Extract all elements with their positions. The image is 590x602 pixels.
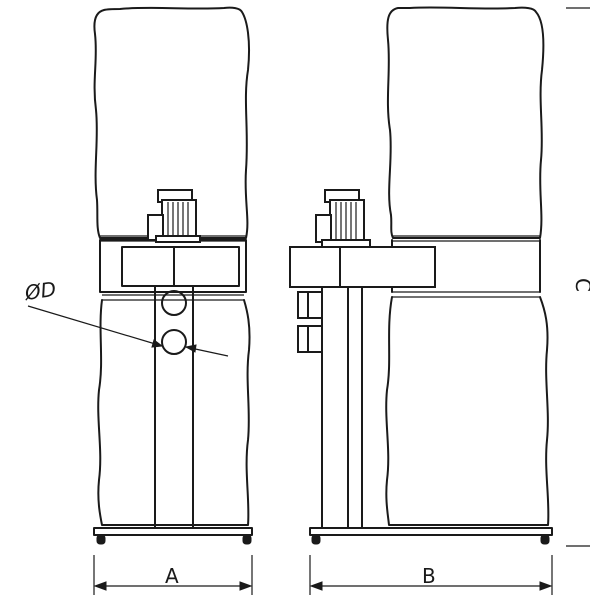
front-blower-box <box>121 246 240 287</box>
side-base <box>309 527 553 536</box>
side-lower-bag <box>385 296 550 526</box>
front-upper-bag <box>93 6 251 239</box>
front-column <box>154 285 194 529</box>
dimension-c-label: C <box>571 278 590 292</box>
front-view <box>93 6 253 545</box>
dimension-b-label: B <box>422 564 436 588</box>
front-motor <box>147 189 201 243</box>
diameter-label: ØD <box>22 277 57 305</box>
dimension-a-label: A <box>165 564 179 588</box>
side-motor <box>315 189 371 248</box>
side-blower-housing <box>289 246 436 288</box>
front-base <box>93 527 253 536</box>
dimension-c <box>566 7 590 547</box>
front-inlet-upper <box>161 290 187 316</box>
side-inlets <box>297 291 323 353</box>
diameter-leader <box>27 305 229 357</box>
side-upper-bag <box>386 6 545 239</box>
side-column <box>321 286 363 529</box>
dimension-a <box>93 555 253 595</box>
front-lower-bag <box>97 299 251 526</box>
side-view <box>289 6 553 545</box>
front-inlet-lower <box>161 329 187 355</box>
dimension-b <box>309 555 553 595</box>
